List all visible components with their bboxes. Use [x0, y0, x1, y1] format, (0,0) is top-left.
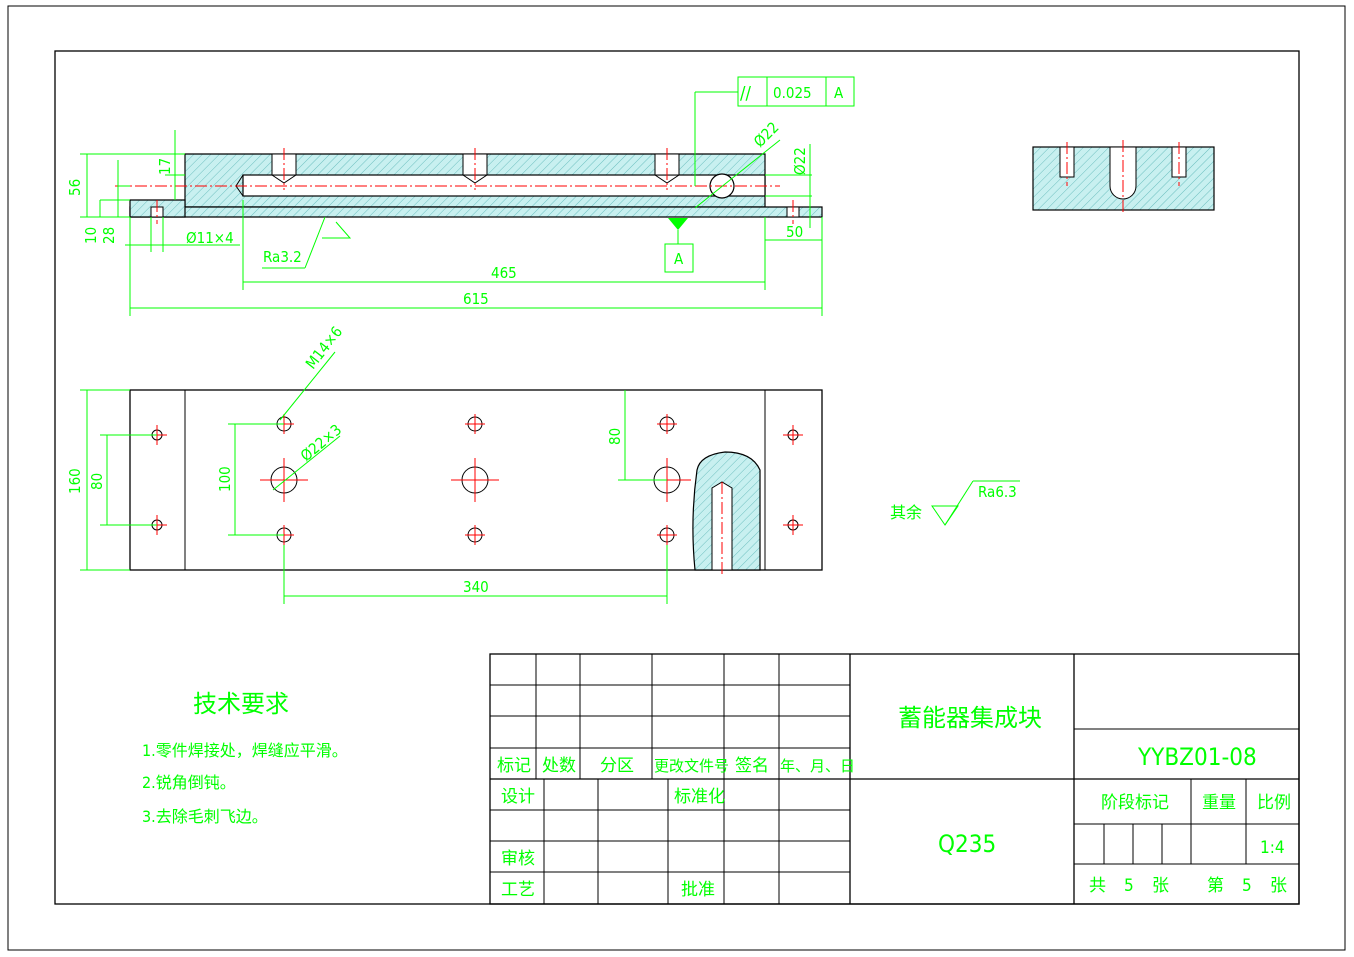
datum-box	[664, 243, 694, 273]
tech-heading: 技术要求	[193, 690, 289, 718]
rev-zone: 分区	[600, 756, 634, 776]
appr-check: 审核	[501, 849, 535, 869]
dim-22-diagonal: Ø22	[750, 118, 782, 150]
rev-sign: 签名	[735, 756, 769, 776]
tol-value: 0.025	[773, 84, 812, 102]
appr-design: 设计	[501, 787, 535, 807]
tech-item-1: 1.零件焊接处，焊缝应平滑。	[142, 741, 348, 760]
scale-value: 1:4	[1260, 838, 1285, 858]
side-view	[1032, 140, 1215, 212]
front-section-view	[115, 148, 823, 224]
sheet-unit: 张	[1270, 876, 1287, 896]
tech-item-2: 2.锐角倒钝。	[142, 773, 236, 792]
dim-340: 340	[463, 578, 489, 596]
dim-10: 10	[82, 227, 100, 244]
dim-22-vertical: Ø22	[791, 147, 809, 175]
scale-label: 比例	[1257, 793, 1291, 813]
dim-28: 28	[100, 227, 118, 244]
rev-mark: 标记	[497, 756, 531, 776]
rev-doc: 更改文件号	[654, 757, 729, 775]
material: Q235	[938, 830, 996, 858]
tol-datum: A	[834, 84, 844, 102]
total-unit: 张	[1152, 876, 1169, 896]
rev-count: 处数	[542, 756, 576, 776]
rest-prefix: 其余	[890, 503, 922, 522]
stage-label: 阶段标记	[1101, 793, 1169, 813]
dim-17: 17	[156, 158, 174, 175]
datum-a: A	[674, 250, 684, 268]
outer-border	[7, 5, 1346, 951]
weight-label: 重量	[1202, 793, 1236, 813]
drawing-title: 蓄能器集成块	[898, 704, 1042, 732]
total-prefix: 共	[1089, 876, 1106, 896]
tech-item-3: 3.去除毛刺飞边。	[142, 807, 268, 826]
dim-80-right: 80	[606, 428, 624, 445]
rest-roughness: 其余 Ra6.3	[890, 480, 1020, 526]
title-block: 标记 处数 分区 更改文件号 签名 年、月、日 设计 标准化 审核 工艺 批准 …	[489, 653, 1300, 905]
rev-date: 年、月、日	[780, 757, 855, 775]
dim-100: 100	[216, 466, 234, 492]
dim-56: 56	[66, 179, 84, 196]
dim-615: 615	[463, 290, 489, 308]
tol-symbol: //	[740, 83, 751, 104]
total-value: 5	[1124, 876, 1134, 896]
dim-holes-11x4: Ø11×4	[186, 229, 234, 247]
drawing-code: YYBZ01-08	[1137, 743, 1257, 771]
appr-process: 工艺	[501, 880, 535, 900]
ra-6-3: Ra6.3	[978, 483, 1017, 501]
dim-22x3: Ø22×3	[297, 421, 345, 465]
dim-50: 50	[786, 223, 803, 241]
appr-standard: 标准化	[674, 787, 725, 807]
tolerance-frame	[737, 76, 855, 107]
sheet-value: 5	[1242, 876, 1252, 896]
appr-approve: 批准	[681, 880, 715, 900]
dim-160: 160	[66, 468, 84, 494]
technical-requirements: 技术要求 1.零件焊接处，焊缝应平滑。 2.锐角倒钝。 3.去除毛刺飞边。	[142, 690, 348, 826]
top-dimensions: 160 80 100 80 340 M14×6 Ø22×3	[66, 323, 668, 604]
ra-3-2: Ra3.2	[263, 248, 302, 266]
sheet-prefix: 第	[1207, 876, 1224, 896]
front-dimensions: 56 10 28 17 Ø11×4 Ra3.2 A 465	[66, 76, 855, 316]
dim-80-left: 80	[88, 473, 106, 490]
top-view	[129, 389, 823, 575]
dim-465: 465	[491, 264, 517, 282]
